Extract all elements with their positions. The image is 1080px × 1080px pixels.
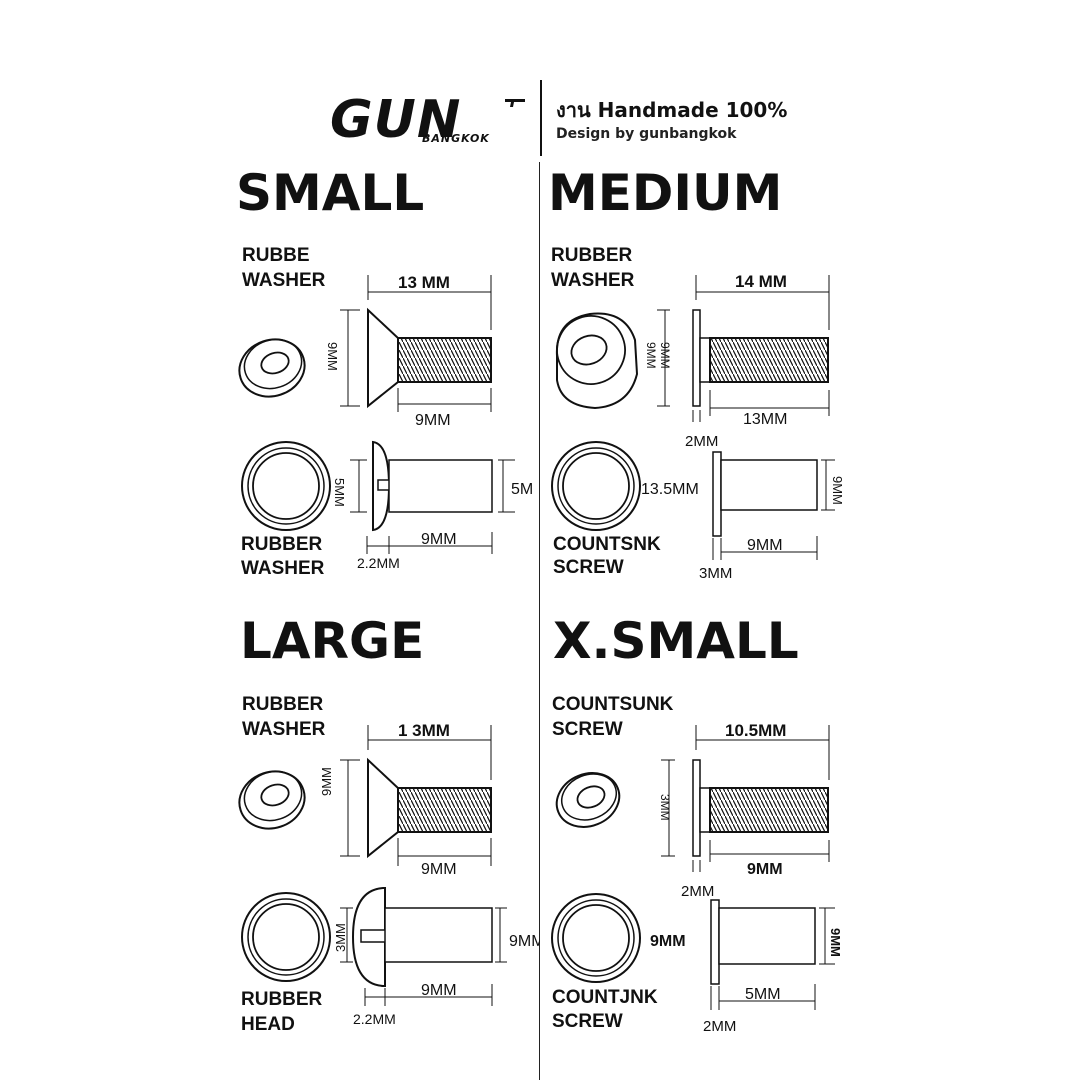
countersunk-screw-icon	[712, 451, 818, 537]
heading-small: SMALL	[236, 164, 425, 222]
rubber-head-screw-icon	[351, 887, 493, 987]
small-label-top-1: RUBBE	[242, 245, 310, 266]
small-label-bottom-2: WASHER	[241, 558, 325, 579]
rubber-head-screw-icon	[372, 440, 493, 532]
byline: Design by gunbangkok	[556, 126, 737, 142]
xsmall-label-top-1: COUNTSUNK	[552, 694, 674, 715]
xsmall-top-height: 3MM	[658, 794, 672, 821]
small-bottom-figure: 5MM 5M 9MM 2.2MM	[235, 432, 540, 577]
large-bottom-head: 2.2MM	[353, 1011, 396, 1027]
large-label-bottom-2: HEAD	[241, 1014, 295, 1035]
xsmall-top-head: 2MM	[681, 883, 714, 900]
small-bottom-height-left: 5MM	[332, 478, 347, 507]
xsmall-bottom-figure: 9MM 9MM 5MM 2MM	[545, 880, 850, 1040]
large-top-height: 9MM	[319, 767, 334, 796]
rubber-spacer-icon	[555, 312, 639, 410]
rubber-washer-ring-icon	[241, 441, 331, 531]
xsmall-top-length: 10.5MM	[725, 721, 786, 740]
heading-large: LARGE	[240, 612, 425, 670]
xsmall-label-top-2: SCREW	[552, 719, 623, 740]
medium-label-top-1: RUBBER	[551, 245, 633, 266]
large-top-thread: 9MM	[421, 861, 457, 878]
small-bottom-height-right: 5M	[511, 481, 533, 498]
medium-top-height-b: 9MM	[658, 342, 672, 369]
medium-top-length: 14 MM	[735, 272, 787, 291]
xsmall-label-bottom-1: COUNTJNK	[552, 987, 658, 1008]
medium-bottom-diameter: 13.5MM	[641, 481, 699, 498]
xsmall-bottom-head: 2MM	[703, 1018, 736, 1035]
small-top-thread: 9MM	[415, 412, 451, 429]
small-bottom-head: 2.2MM	[357, 555, 400, 571]
countersunk-screw-icon	[710, 899, 816, 985]
countersunk-screw-icon	[367, 307, 492, 409]
pistol-icon	[505, 99, 525, 107]
rubber-washer-icon	[238, 770, 306, 830]
heading-medium: MEDIUM	[548, 164, 783, 222]
xsmall-bottom-length: 5MM	[745, 986, 781, 1003]
brand-name: GUN	[330, 90, 462, 150]
brand-logo: GUN BANGKOK	[330, 92, 530, 152]
small-top-figure: 13 MM 9MM 9MM	[235, 270, 525, 430]
medium-bottom-length: 9MM	[747, 537, 783, 554]
center-divider	[539, 162, 540, 1080]
medium-label-top-2: WASHER	[551, 270, 635, 291]
large-bottom-figure: 3MM 9MM 9MM 2.2MM	[235, 880, 540, 1030]
xsmall-top-thread: 9MM	[747, 861, 783, 878]
tagline: งาน Handmade 100%	[556, 98, 788, 122]
medium-top-thread: 13MM	[743, 411, 787, 428]
medium-bottom-figure: 13.5MM 9MM 9MM 3MM	[545, 432, 850, 580]
large-label-top-1: RUBBER	[242, 694, 324, 715]
large-top-figure: 1 3MM 9MM 9MM	[235, 720, 525, 880]
large-label-top-2: WASHER	[242, 719, 326, 740]
rubber-washer-icon	[238, 338, 306, 398]
large-bottom-height-left: 3MM	[333, 923, 348, 952]
small-top-length: 13 MM	[398, 273, 450, 292]
rubber-washer-ring-icon	[241, 892, 331, 982]
large-bottom-height-right: 9MM	[509, 933, 540, 950]
medium-bottom-height: 9MM	[830, 476, 845, 505]
medium-label-bottom-1: COUNTSNK	[553, 534, 661, 555]
large-label-bottom-1: RUBBER	[241, 989, 323, 1010]
medium-top-figure: 14 MM 9MM 9MM 13MM 2MM	[545, 270, 845, 450]
xsmall-bottom-diameter: 9MM	[650, 933, 686, 950]
xsmall-top-figure: 10.5MM 3MM 9MM 2MM	[545, 720, 845, 902]
large-bottom-length: 9MM	[421, 982, 457, 999]
xsmall-bottom-height: 9MM	[828, 928, 843, 957]
rubber-washer-icon	[555, 772, 621, 828]
medium-bottom-head: 3MM	[699, 565, 732, 580]
header-divider	[540, 80, 542, 156]
countersunk-screw-icon	[692, 309, 829, 407]
xsmall-label-bottom-2: SCREW	[552, 1011, 623, 1032]
countersunk-screw-icon	[692, 759, 829, 857]
small-top-height: 9MM	[325, 342, 340, 371]
rubber-washer-ring-icon	[551, 893, 641, 983]
heading-xsmall: X.SMALL	[553, 612, 799, 670]
medium-top-height-a: 9MM	[644, 342, 658, 369]
large-top-length: 1 3MM	[398, 721, 450, 740]
brand-sub: BANGKOK	[422, 132, 490, 145]
medium-top-head: 2MM	[685, 433, 718, 450]
countersunk-screw-icon	[367, 757, 492, 859]
rubber-washer-ring-icon	[551, 441, 641, 531]
small-label-bottom-1: RUBBER	[241, 534, 323, 555]
medium-label-bottom-2: SCREW	[553, 557, 624, 578]
small-bottom-length: 9MM	[421, 531, 457, 548]
small-label-top-2: WASHER	[242, 270, 326, 291]
